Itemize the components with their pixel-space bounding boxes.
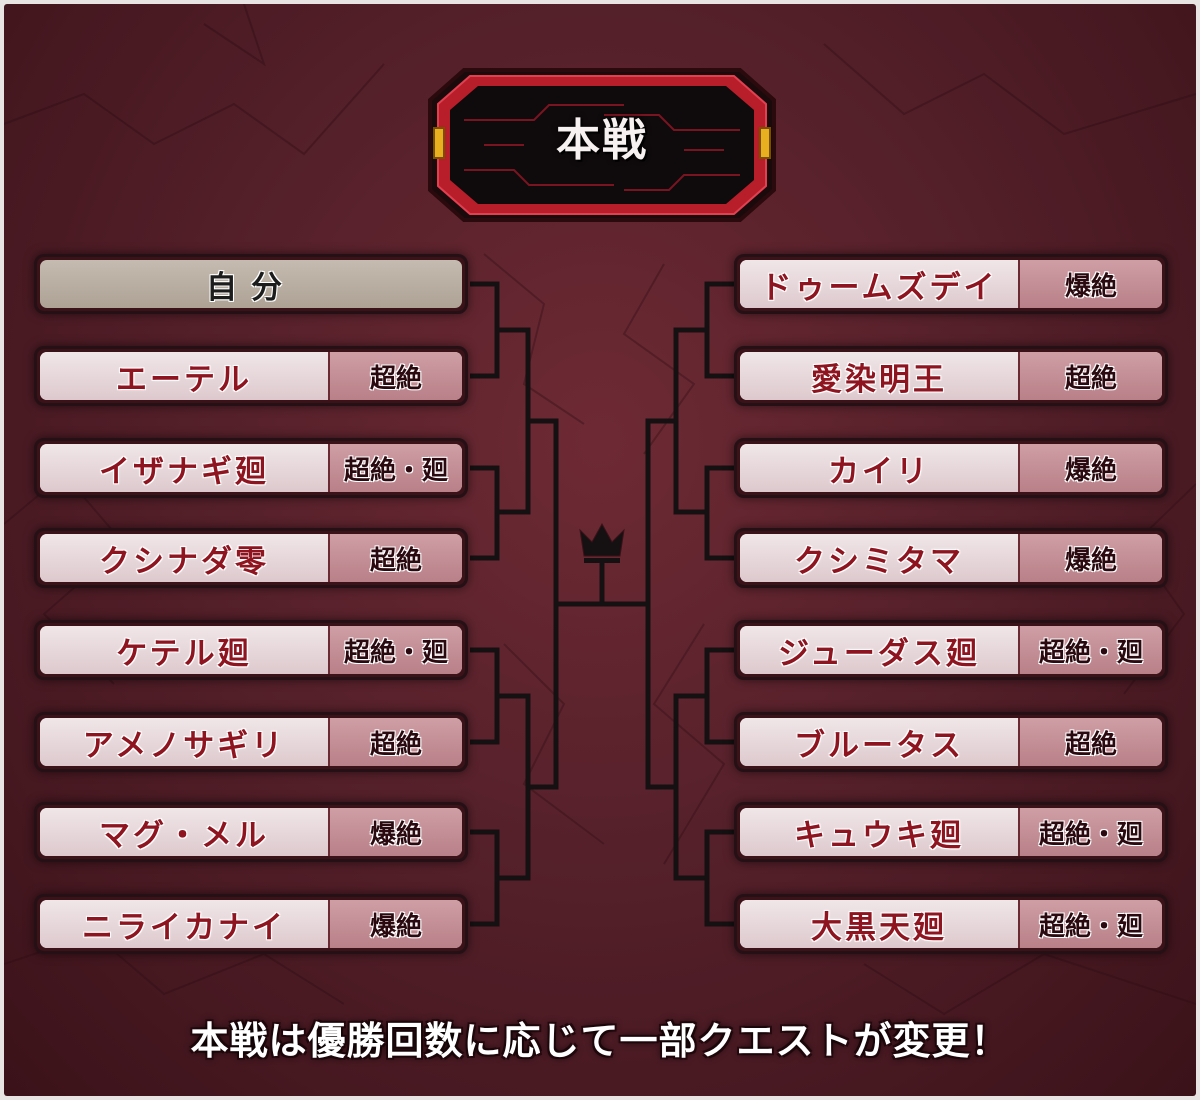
slot-tag: 超絶 bbox=[1018, 718, 1162, 766]
slot-tag: 超絶・廻 bbox=[1018, 626, 1162, 674]
slot-name: 大黒天廻 bbox=[740, 900, 1018, 948]
tournament-board: 本戦 bbox=[4, 4, 1196, 1096]
bracket-slot-left-5[interactable]: ケテル廻超絶・廻 bbox=[34, 620, 468, 680]
bracket-slot-left-4[interactable]: クシナダ零超絶 bbox=[34, 528, 468, 588]
bracket-slot-right-6[interactable]: ブルータス超絶 bbox=[734, 712, 1168, 772]
slot-name: ブルータス bbox=[740, 718, 1018, 766]
bracket-slot-right-1[interactable]: ドゥームズデイ爆絶 bbox=[734, 254, 1168, 314]
bracket-slot-left-1[interactable]: 自分 bbox=[34, 254, 468, 314]
slot-tag: 超絶 bbox=[1018, 352, 1162, 400]
slot-tag: 超絶・廻 bbox=[1018, 900, 1162, 948]
bracket-slot-left-8[interactable]: ニライカナイ爆絶 bbox=[34, 894, 468, 954]
bracket-slot-left-3[interactable]: イザナギ廻超絶・廻 bbox=[34, 438, 468, 498]
bracket-slot-right-2[interactable]: 愛染明王超絶 bbox=[734, 346, 1168, 406]
bracket-slot-left-6[interactable]: アメノサギリ超絶 bbox=[34, 712, 468, 772]
slot-name: クシミタマ bbox=[740, 534, 1018, 582]
title-plate bbox=[428, 68, 776, 222]
bracket-slot-right-7[interactable]: キュウキ廻超絶・廻 bbox=[734, 802, 1168, 862]
bracket-lines bbox=[470, 281, 734, 927]
slot-tag: 爆絶 bbox=[328, 900, 462, 948]
slot-tag: 爆絶 bbox=[1018, 260, 1162, 308]
bracket-slot-right-3[interactable]: カイリ爆絶 bbox=[734, 438, 1168, 498]
slot-tag: 超絶 bbox=[328, 534, 462, 582]
slot-tag: 超絶 bbox=[328, 352, 462, 400]
bracket-slot-right-4[interactable]: クシミタマ爆絶 bbox=[734, 528, 1168, 588]
slot-name: ジューダス廻 bbox=[740, 626, 1018, 674]
slot-name: ケテル廻 bbox=[40, 626, 328, 674]
slot-name: ドゥームズデイ bbox=[740, 260, 1018, 308]
slot-name: マグ・メル bbox=[40, 808, 328, 856]
slot-tag: 爆絶 bbox=[1018, 534, 1162, 582]
slot-name: アメノサギリ bbox=[40, 718, 328, 766]
bracket-slot-left-2[interactable]: エーテル超絶 bbox=[34, 346, 468, 406]
slot-tag: 超絶 bbox=[328, 718, 462, 766]
slot-name: イザナギ廻 bbox=[40, 444, 328, 492]
bracket-slot-right-5[interactable]: ジューダス廻超絶・廻 bbox=[734, 620, 1168, 680]
slot-tag: 爆絶 bbox=[328, 808, 462, 856]
slot-name: ニライカナイ bbox=[40, 900, 328, 948]
page-title: 本戦 bbox=[556, 115, 648, 166]
slot-tag: 超絶・廻 bbox=[328, 444, 462, 492]
slot-name: エーテル bbox=[40, 352, 328, 400]
crown-icon bbox=[579, 522, 625, 563]
slot-name: クシナダ零 bbox=[40, 534, 328, 582]
slot-name: キュウキ廻 bbox=[740, 808, 1018, 856]
slot-name: 自分 bbox=[206, 269, 296, 306]
slot-name: カイリ bbox=[740, 444, 1018, 492]
slot-tag: 超絶・廻 bbox=[328, 626, 462, 674]
slot-name: 愛染明王 bbox=[740, 352, 1018, 400]
slot-tag: 超絶・廻 bbox=[1018, 808, 1162, 856]
slot-tag: 爆絶 bbox=[1018, 444, 1162, 492]
bracket-slot-left-7[interactable]: マグ・メル爆絶 bbox=[34, 802, 468, 862]
footer-note: 本戦は優勝回数に応じて一部クエストが変更！ bbox=[190, 1019, 1010, 1063]
bracket-slot-right-8[interactable]: 大黒天廻超絶・廻 bbox=[734, 894, 1168, 954]
